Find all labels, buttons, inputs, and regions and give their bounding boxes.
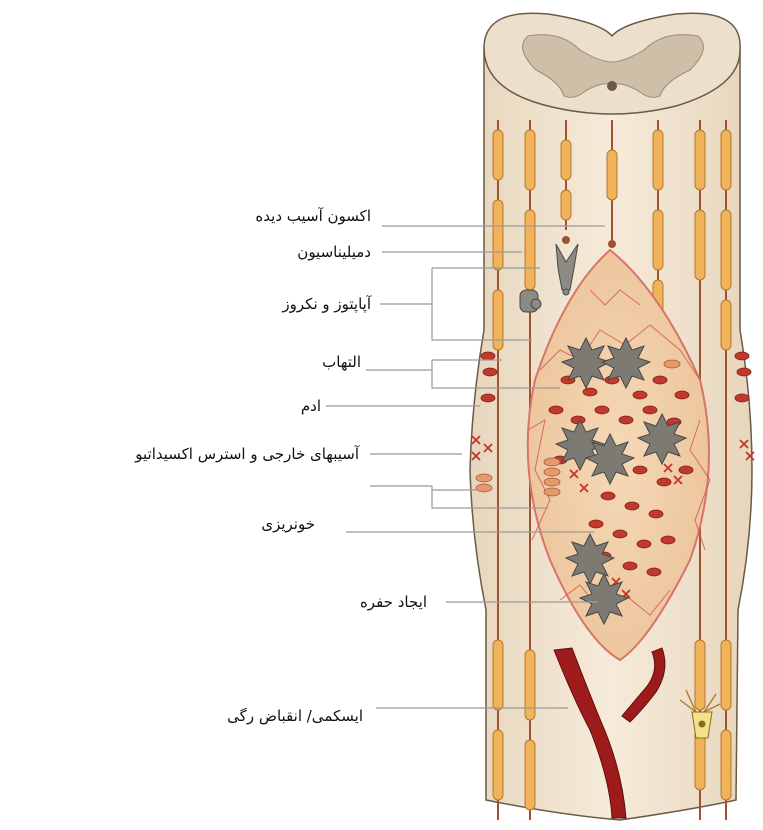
label-damaged-axon: اکسون آسیب دیده bbox=[255, 206, 371, 226]
label-ischemia-vasospasm: ایسکمی/ انقباض رگی bbox=[227, 706, 363, 726]
label-cavity-formation: ایجاد حفره bbox=[360, 592, 427, 612]
label-apoptosis-necrosis: آپاپتوز و نکروز bbox=[282, 294, 371, 314]
label-demyelination: دمیلیناسیون bbox=[297, 242, 371, 262]
label-edema: ادم bbox=[301, 396, 321, 416]
label-hemorrhage: خونریزی bbox=[261, 514, 315, 534]
label-inflammation: التهاب bbox=[322, 352, 361, 372]
label-external-injury-oxidative-stress: آسیبهای خارجی و استرس اکسیداتیو bbox=[135, 444, 359, 464]
central-canal bbox=[607, 81, 617, 91]
